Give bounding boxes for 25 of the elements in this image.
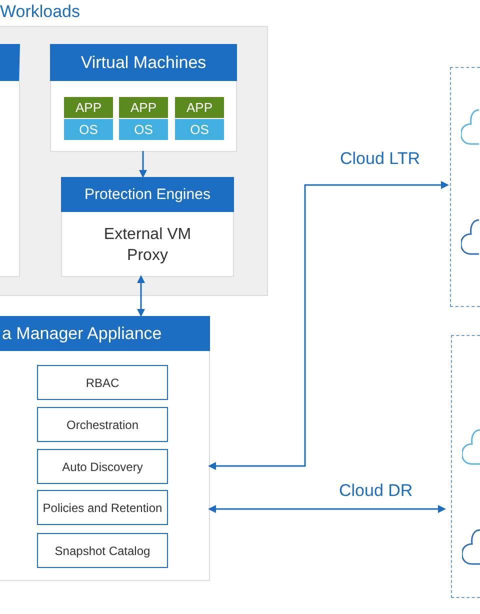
cloud-target-box <box>450 67 480 307</box>
app-block: APP <box>64 97 113 118</box>
panel-header: a Manager Appliance <box>0 316 210 351</box>
function-box: Snapshot Catalog <box>37 533 168 568</box>
cloud-target-box <box>451 335 480 598</box>
os-block: OS <box>64 119 113 140</box>
group-heading: Workloads <box>0 1 80 23</box>
os-block: OS <box>175 119 224 140</box>
box-body-text: External VM Proxy <box>102 224 192 266</box>
box-header: Protection Engines <box>61 177 234 212</box>
os-block: OS <box>119 119 168 140</box>
app-block: APP <box>119 97 168 118</box>
box-header: Virtual Machines <box>50 44 237 81</box>
double-arrow <box>208 505 446 513</box>
arrow <box>139 151 147 178</box>
component-box <box>0 44 20 277</box>
app-block: APP <box>175 97 224 118</box>
component-box <box>50 44 237 152</box>
function-box: Orchestration <box>37 407 168 442</box>
double-arrow <box>137 275 145 317</box>
function-box: RBAC <box>37 365 168 400</box>
component-box <box>61 177 234 277</box>
function-box: Auto Discovery <box>37 449 168 484</box>
function-box: Policies and Retention <box>37 490 168 525</box>
double-arrow <box>208 181 449 470</box>
